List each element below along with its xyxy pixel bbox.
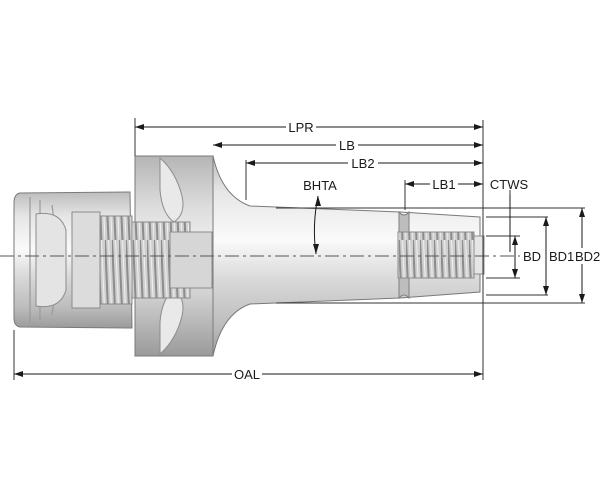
label-lb1: LB1 (432, 177, 455, 192)
flange-drive-slot-bottom (159, 289, 184, 356)
tapered-body (212, 155, 481, 357)
label-bd2: BD2 (575, 249, 600, 264)
flange-drive-slot-top (159, 156, 184, 223)
label-bd1: BD1 (549, 249, 574, 264)
tool-body (13, 155, 485, 357)
label-lb: LB (339, 138, 355, 153)
label-bd: BD (523, 249, 541, 264)
dimension-labels: LPR LB LB2 BHTA LB1 CTWS BD BD1 BD2 OAL (232, 119, 600, 382)
shank-inner-thread (97, 215, 133, 305)
nose-bore-relief (473, 235, 485, 275)
label-ctws: CTWS (490, 177, 529, 192)
label-lpr: LPR (288, 120, 313, 135)
coolant-tube (169, 231, 213, 289)
shank-slot (35, 212, 67, 308)
label-lb2: LB2 (351, 156, 374, 171)
nose-thread (397, 231, 475, 279)
label-bhta: BHTA (303, 178, 337, 193)
shank-inner-sleeve (71, 211, 101, 309)
label-oal: OAL (234, 367, 260, 382)
